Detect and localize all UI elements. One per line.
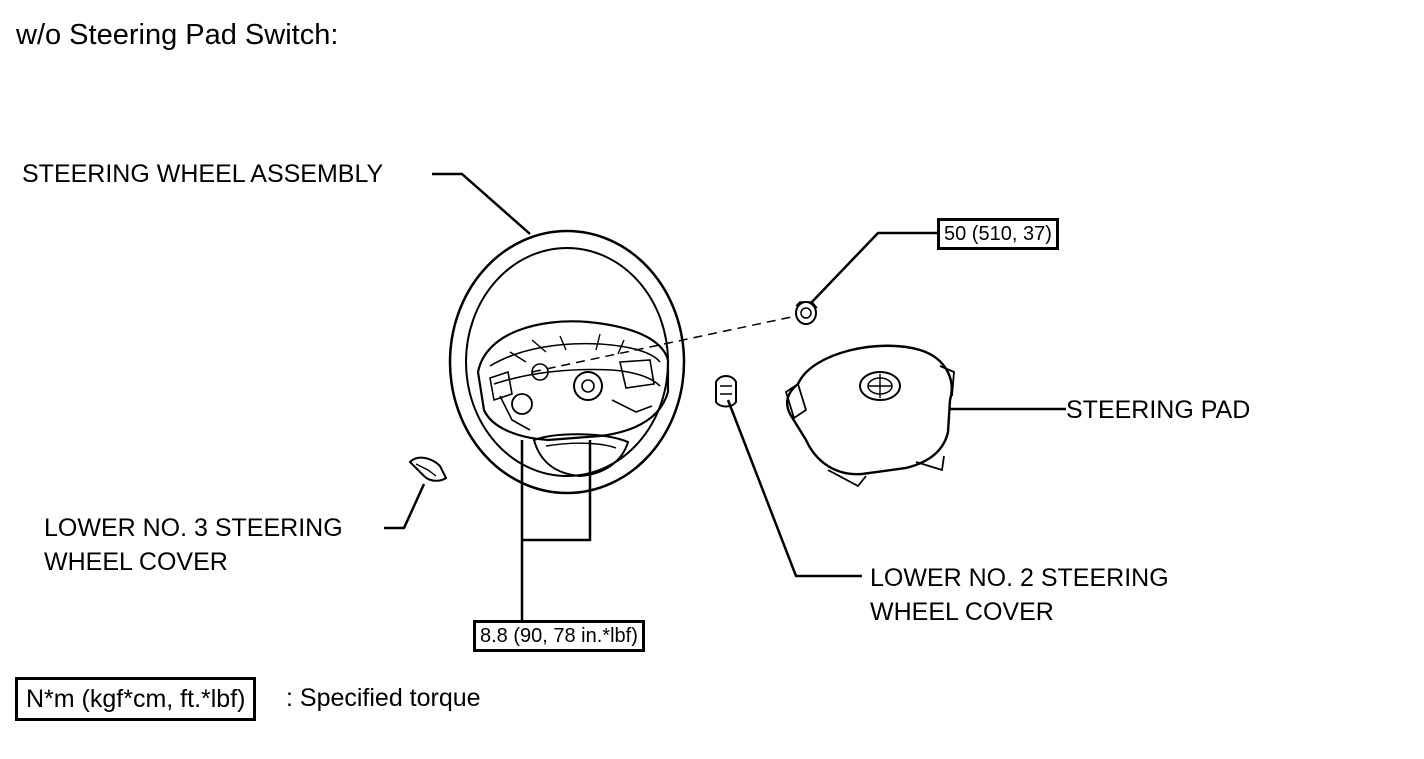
label-steering-pad: STEERING PAD: [1066, 396, 1251, 424]
leader-lower-no3: [384, 483, 426, 530]
label-lower-no3-line2: WHEEL COVER: [44, 548, 228, 576]
leader-screw-torque: [520, 440, 592, 622]
page-title: w/o Steering Pad Switch:: [16, 19, 339, 51]
torque-box-nut: 50 (510, 37): [937, 218, 1059, 250]
leader-nut-torque: [809, 231, 938, 305]
torque-box-screws: 8.8 (90, 78 in.*lbf): [473, 620, 645, 652]
label-lower-no3-line1: LOWER NO. 3 STEERING: [44, 514, 343, 542]
leader-lower-no2: [726, 399, 862, 578]
steering-wheel-assembly-drawing: [448, 229, 686, 495]
nut-drawing: [795, 301, 818, 325]
legend-units-box: N*m (kgf*cm, ft.*lbf): [15, 677, 257, 721]
steering-pad-drawing: [784, 344, 955, 488]
lower-no3-cover-drawing: [408, 456, 448, 482]
lower-no2-cover-drawing: [715, 375, 737, 408]
label-steering-wheel-assembly: STEERING WHEEL ASSEMBLY: [22, 160, 384, 188]
legend-description: : Specified torque: [286, 684, 481, 712]
leader-steering-wheel: [432, 172, 531, 235]
label-lower-no2-line2: WHEEL COVER: [870, 598, 1054, 626]
label-lower-no2-line1: LOWER NO. 2 STEERING: [870, 564, 1169, 592]
